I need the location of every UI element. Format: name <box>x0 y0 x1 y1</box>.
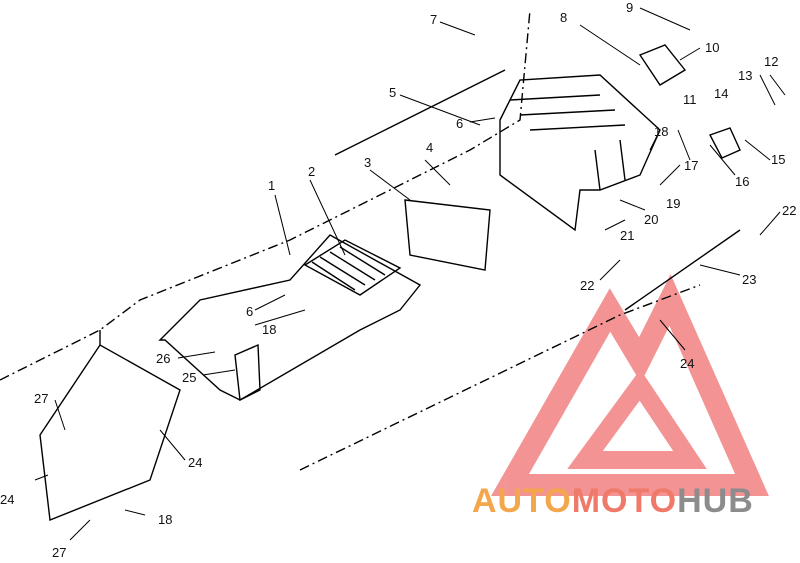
part-label: 14 <box>714 86 728 101</box>
part-label: 22 <box>782 203 796 218</box>
part-label: 26 <box>156 351 170 366</box>
part-label: 5 <box>389 85 396 100</box>
frame-outline <box>0 9 531 381</box>
rear-rack <box>499 74 661 232</box>
chassis-frame <box>0 9 741 521</box>
part-label: 18 <box>158 512 172 527</box>
side-panel <box>404 199 491 271</box>
watermark-logo <box>491 274 769 496</box>
rod-23 <box>624 229 741 311</box>
part-label: 12 <box>764 54 778 69</box>
part-label: 17 <box>684 158 698 173</box>
part-label: 16 <box>735 174 749 189</box>
running-board-tread-4 <box>339 246 386 276</box>
part-label: 8 <box>560 10 567 25</box>
tunnel-body <box>158 234 422 401</box>
part-label: 27 <box>34 391 48 406</box>
logo-triangle-outer <box>491 274 769 496</box>
part-label: 24 <box>0 492 14 507</box>
part-label: 18 <box>262 322 276 337</box>
rear-rack-bars <box>509 94 626 191</box>
watermark-word-auto: AUTO <box>472 482 572 520</box>
part-label: 2 <box>308 164 315 179</box>
part-label: 27 <box>52 545 66 560</box>
part-label: 6 <box>456 116 463 131</box>
part-label: 7 <box>430 12 437 27</box>
part-label: 9 <box>626 0 633 15</box>
part-label: 24 <box>680 356 694 371</box>
hitch-10 <box>638 44 687 86</box>
part-label: 22 <box>580 278 594 293</box>
running-board-tread-1 <box>311 261 356 291</box>
part-label: 10 <box>705 40 719 55</box>
part-label: 3 <box>364 155 371 170</box>
part-label: 11 <box>683 92 697 107</box>
frame-outline-lower <box>299 284 701 471</box>
part-label: 18 <box>654 124 668 139</box>
leader-lines <box>34 7 786 541</box>
watermark-word-moto: MOTO <box>572 482 677 520</box>
part-label: 6 <box>246 304 253 319</box>
tunnel-running-board <box>303 239 402 296</box>
part-label: 25 <box>182 370 196 385</box>
part-label: 19 <box>666 196 680 211</box>
logo-triangle-inner <box>567 369 707 469</box>
rod-5 <box>334 69 506 156</box>
part-label: 24 <box>188 455 202 470</box>
part-label: 4 <box>426 140 433 155</box>
watermark-text: AUTOMOTOHUB <box>472 482 754 520</box>
part-label: 15 <box>771 152 785 167</box>
latch-15 <box>709 127 741 159</box>
part-label: 20 <box>644 212 658 227</box>
part-label: 21 <box>620 228 634 243</box>
svg-text:AUTOMOTOHUB: AUTOMOTOHUB <box>472 482 754 520</box>
running-board-tread-3 <box>329 251 376 281</box>
part-label: 23 <box>742 272 756 287</box>
watermark-word-hub: HUB <box>677 482 754 520</box>
front-bulkhead <box>39 344 181 521</box>
bracket-25 <box>234 343 261 402</box>
part-label: 13 <box>738 68 752 83</box>
running-board-tread-2 <box>319 256 366 286</box>
part-label: 1 <box>268 178 275 193</box>
